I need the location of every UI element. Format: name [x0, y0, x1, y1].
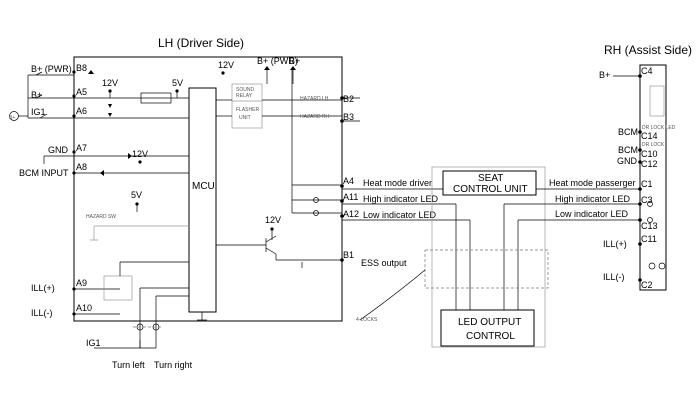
flasher-module	[231, 83, 263, 129]
top-12v-label: 12V	[218, 60, 234, 70]
flasher-unit-line1: FLASHER	[236, 107, 259, 113]
supply-12v-c: 12V	[265, 215, 281, 225]
pin-c11: C11	[641, 234, 657, 244]
rh-ill-minus: ILL(-)	[603, 272, 625, 282]
lh-title: LH (Driver Side)	[158, 36, 244, 50]
pin-c13: C13	[641, 221, 658, 231]
sound-relay-line1: SOUND	[236, 87, 254, 93]
rh-title: RH (Assist Side)	[604, 43, 692, 57]
led-output-line1: LED OUTPUT	[458, 317, 521, 328]
rh-bplus: B+	[599, 70, 610, 80]
rh-high-indicator-label: High indicator LED	[555, 194, 631, 204]
seat-control-line2: CONTROL UNIT	[453, 184, 528, 195]
hazard-sw-label: HAZARD SW	[86, 214, 116, 220]
pin-c10: C10	[641, 149, 658, 159]
hazard-lh-label: HAZARD LH	[300, 96, 329, 102]
pin-c3: C3	[641, 195, 653, 205]
led-output-line2: CONTROL	[466, 331, 515, 342]
supply-12v-a: 12V	[102, 78, 118, 88]
pin-c1: C1	[641, 179, 653, 189]
pin-a4: A4	[343, 176, 354, 186]
pin-c4: C4	[641, 66, 653, 76]
turn-right-label: Turn right	[154, 360, 193, 370]
supply-5v-a: 5V	[172, 78, 183, 88]
rh-bcm2: BCM	[618, 145, 638, 155]
lock-loop	[424, 249, 549, 289]
pin-b8: B8	[76, 63, 87, 73]
flasher-unit-line2: UNIT	[239, 115, 251, 121]
pin-c14: C14	[641, 131, 658, 141]
pin-c12: C12	[641, 159, 658, 169]
input-bcm: BCM INPUT	[19, 168, 69, 178]
turn-left-label: Turn left	[112, 360, 145, 370]
heat-mode-passenger-label: Heat mode passerger	[549, 178, 636, 188]
high-indicator-label: High indicator LED	[363, 194, 439, 204]
pin-a11: A11	[343, 192, 358, 202]
input-bplus: B+	[31, 90, 42, 100]
bplus-circle-label: B+	[9, 115, 15, 121]
heat-mode-driver-label: Heat mode driver	[363, 178, 432, 188]
dr-lock-label: DR LOCK	[642, 142, 665, 148]
top-bplus-pwr-label: B+ (PWR)	[257, 56, 298, 66]
pin-a6: A6	[76, 106, 87, 116]
mcu-block	[188, 87, 217, 313]
rh-module-box	[639, 64, 667, 291]
pin-a12: A12	[343, 209, 359, 219]
dr-lock-led-label: DR LOCK LED	[642, 125, 676, 131]
hazard-rh-label: HAZARD RH	[300, 114, 330, 120]
low-indicator-label: Low indicator LED	[363, 210, 437, 220]
ess-output-label: ESS output	[361, 258, 407, 268]
input-gnd: GND	[48, 145, 69, 155]
supply-5v-b: 5V	[131, 190, 142, 200]
supply-12v-b: 12V	[132, 149, 148, 159]
led-output-control	[440, 309, 535, 347]
pin-b2: B2	[343, 94, 354, 104]
loop-note: 4-LOCKS	[356, 317, 378, 323]
seat-control-housing	[431, 166, 546, 348]
resistor-a5	[140, 92, 172, 104]
pin-a8: A8	[76, 162, 87, 172]
pin-a5: A5	[76, 87, 87, 97]
seat-control-line1: SEAT	[478, 173, 503, 184]
rh-low-indicator-label: Low indicator LED	[555, 209, 629, 219]
pin-a10: A10	[76, 303, 92, 313]
rh-ill-plus: ILL(+)	[603, 239, 627, 249]
pin-a7: A7	[76, 143, 87, 153]
sound-relay-line2: RELAY	[236, 93, 253, 99]
ig1-bottom: IG1	[86, 338, 101, 348]
pin-b3: B3	[343, 112, 354, 122]
rh-bcm1: BCM	[618, 127, 638, 137]
seat-control-unit	[442, 170, 537, 196]
rh-gnd: GND	[617, 156, 638, 166]
pin-b1: B1	[343, 250, 354, 260]
input-ig1: IG1	[31, 107, 46, 117]
top-bplus-label: B+	[289, 56, 300, 66]
mcu-label: MCU	[192, 181, 215, 192]
input-ill-minus: ILL(-)	[31, 308, 53, 318]
input-bplus-pwr: B+ (PWR)	[31, 64, 72, 74]
pin-a9: A9	[76, 278, 87, 288]
pin-c2: C2	[641, 280, 653, 290]
input-ill-plus: ILL(+)	[31, 283, 55, 293]
